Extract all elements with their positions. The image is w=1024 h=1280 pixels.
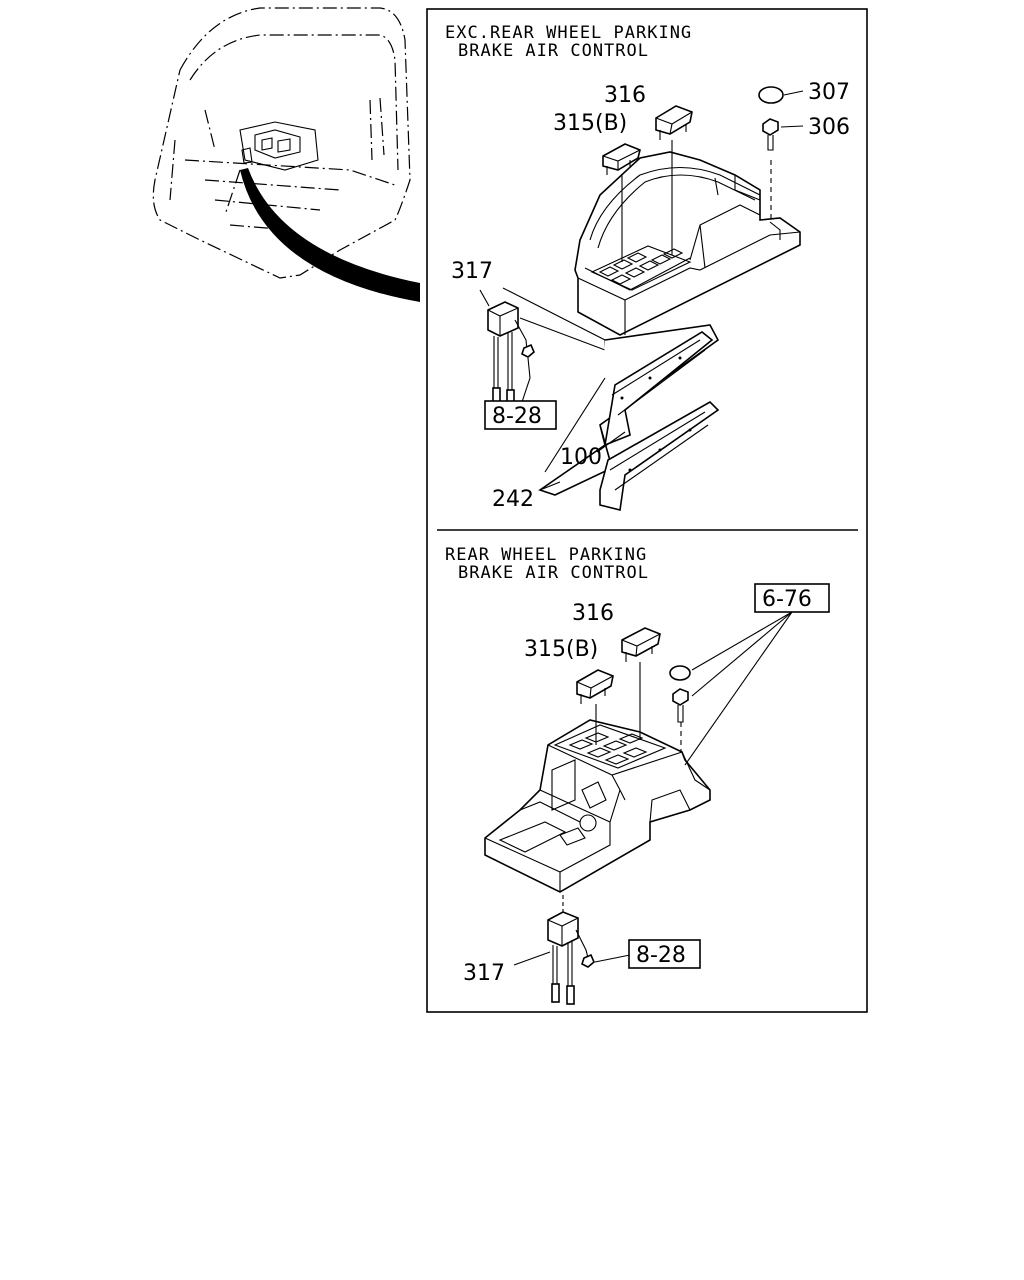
label-316-upper: 316 [604, 83, 646, 108]
lower-switch-slots [553, 724, 667, 769]
diagram-frame [426, 8, 868, 1013]
switch-317-upper [479, 287, 606, 409]
upper-header-line2: BRAKE AIR CONTROL [458, 41, 649, 61]
switch-316-upper [655, 105, 693, 255]
label-100: 100 [560, 445, 602, 470]
switch-315b-lower [576, 669, 614, 745]
label-317-upper: 317 [451, 259, 493, 284]
cap-307 [758, 86, 804, 104]
label-307: 307 [808, 80, 850, 105]
label-315b-lower: 315(B) [524, 637, 598, 662]
upper-switch-slots [590, 245, 692, 291]
label-315b-upper: 315(B) [553, 111, 627, 136]
svg-text:8-28: 8-28 [636, 943, 686, 968]
upper-header-line1: EXC.REAR WHEEL PARKING [445, 23, 692, 43]
switch-316-lower [621, 627, 661, 740]
switch-315b-upper [602, 143, 641, 262]
ref-6-76[interactable]: 6-76 [754, 583, 830, 613]
upper-panel: EXC.REAR WHEEL PARKING BRAKE AIR CONTROL [445, 23, 850, 512]
upper-console-illustration [574, 151, 801, 336]
lower-panel: REAR WHEEL PARKING BRAKE AIR CONTROL [445, 545, 830, 1005]
svg-text:8-28: 8-28 [492, 404, 542, 429]
svg-text:6-76: 6-76 [762, 587, 812, 612]
label-316-lower: 316 [572, 601, 614, 626]
lower-header-line1: REAR WHEEL PARKING [445, 545, 647, 565]
cab-overview-illustration [152, 7, 420, 302]
ref-8-28-upper[interactable]: 8-28 [484, 400, 557, 430]
label-242: 242 [492, 487, 534, 512]
label-317-lower: 317 [463, 961, 505, 986]
ref-8-28-lower[interactable]: 8-28 [628, 939, 701, 969]
label-306: 306 [808, 115, 850, 140]
cover-panels-100-242 [538, 324, 720, 511]
cap-screw-6-76 [669, 611, 793, 766]
lower-console-illustration [484, 719, 711, 893]
lower-header-line2: BRAKE AIR CONTROL [458, 563, 649, 583]
switch-317-lower [513, 895, 631, 1005]
screw-306 [762, 118, 804, 222]
